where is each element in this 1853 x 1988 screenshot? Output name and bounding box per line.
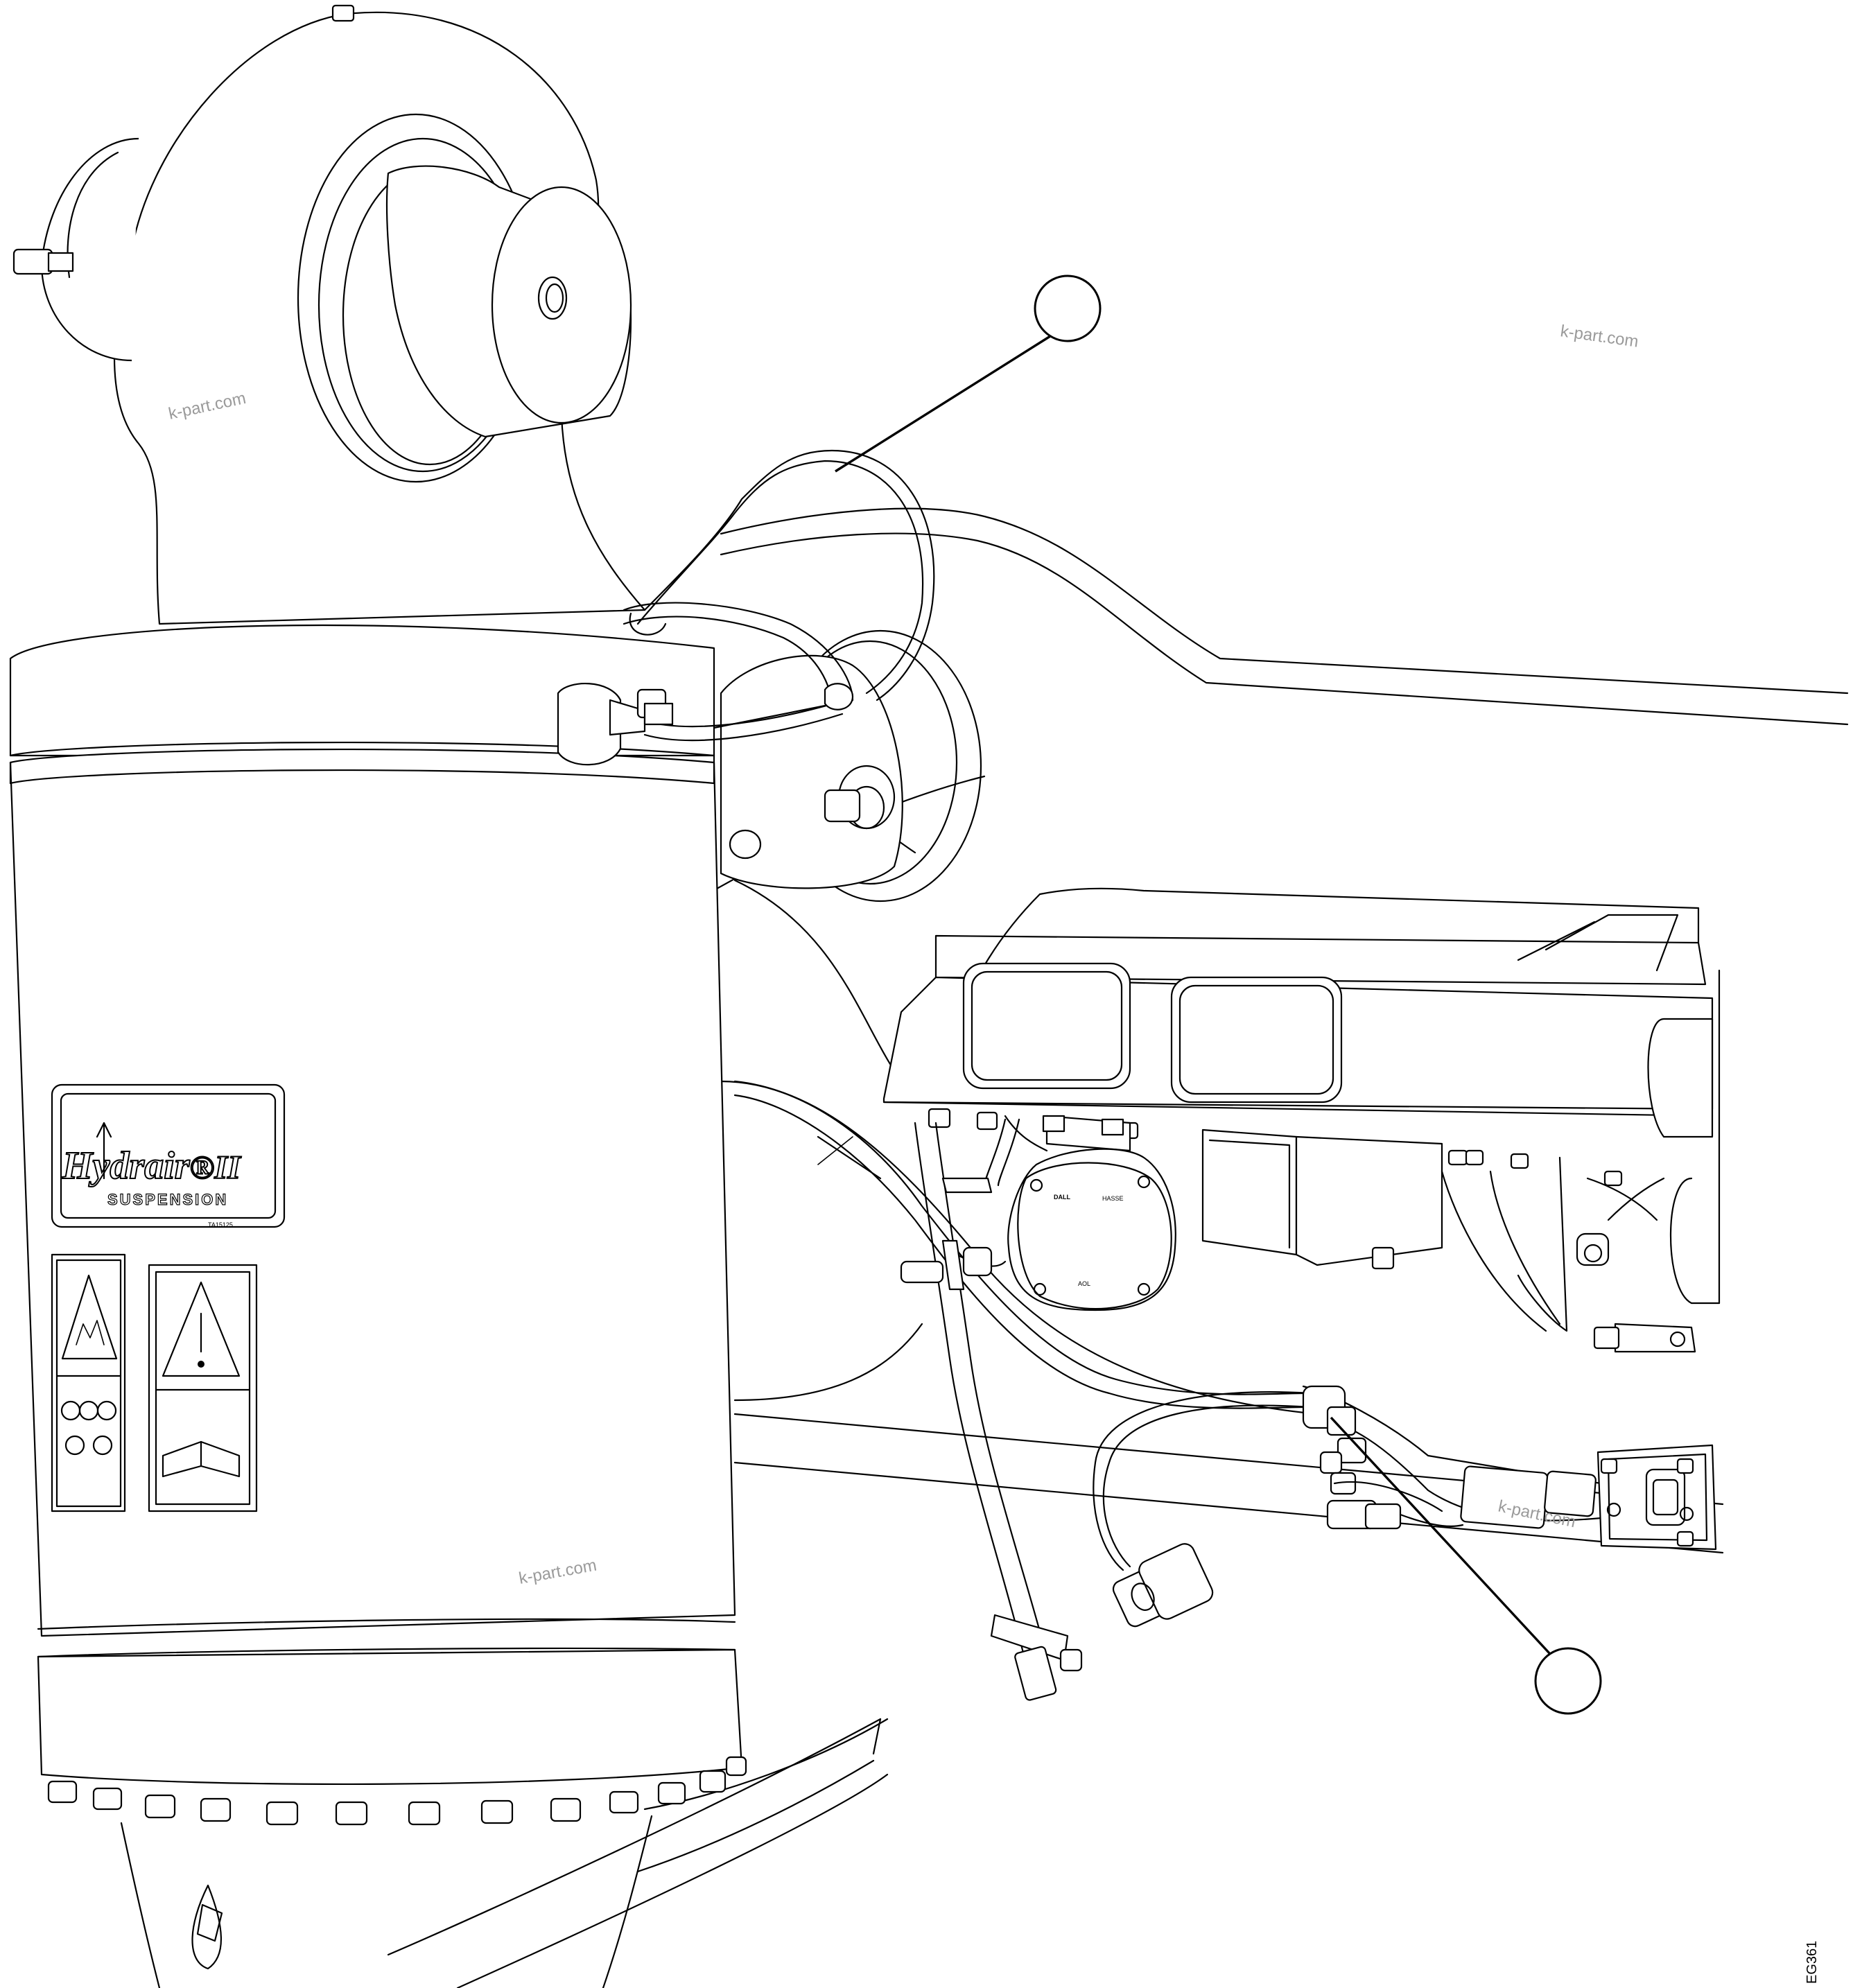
pin-center-icon <box>537 276 568 320</box>
logo-part-code: TA15125 <box>208 1221 233 1228</box>
sensor-harness <box>1302 1385 1717 1551</box>
prohibition-icon-4 <box>64 1435 85 1456</box>
callout-2 <box>1330 1416 1602 1715</box>
crossmember-window-2 <box>1170 976 1343 1104</box>
callout-1 <box>835 274 1102 473</box>
valve-label-2: HASSE <box>1102 1195 1124 1202</box>
svg-text:Hydrair®II: Hydrair®II <box>62 1144 242 1187</box>
hydrair-logo-decal: Hydrair®II SUSPENSION TA15125 <box>51 1083 286 1228</box>
warning-decal-manual <box>148 1264 258 1512</box>
prohibition-icon-3 <box>96 1400 117 1421</box>
logo-mark: ®II <box>190 1149 243 1186</box>
prohibition-icon-5 <box>92 1435 113 1456</box>
axle-hub <box>720 629 982 903</box>
bolt-ring <box>47 1756 747 1826</box>
caution-warning-icon <box>162 1281 241 1377</box>
explosion-warning-icon <box>61 1274 118 1360</box>
logo-line2: SUSPENSION <box>107 1191 228 1208</box>
connector-plug <box>1112 1543 1214 1628</box>
logo-line1: Hydrair <box>62 1144 191 1187</box>
valve-label-3: AOL <box>1078 1280 1090 1287</box>
brake-hoses <box>733 1080 1312 1701</box>
valve-label-1: DALL <box>1054 1194 1070 1201</box>
warning-decal-explosion <box>51 1253 126 1512</box>
crossmember <box>882 887 1721 1353</box>
left-bolt-icon <box>12 248 53 275</box>
abs-valve: DALL HASSE AOL <box>1004 1115 1176 1311</box>
watermark-2: k-part.com <box>1559 322 1639 351</box>
cylinder-mounting-head <box>12 4 646 663</box>
document-id: EG361 <box>1804 1941 1820 1984</box>
crossmember-window-1 <box>962 962 1131 1090</box>
brake-line-upper <box>557 449 935 766</box>
